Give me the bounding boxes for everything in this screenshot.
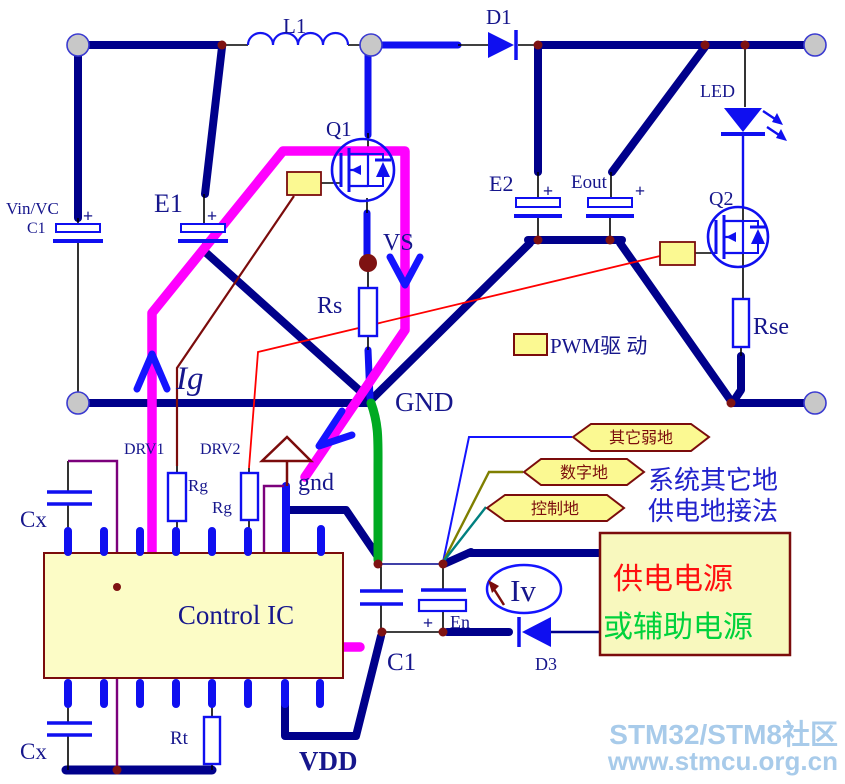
label-q1: Q1: [326, 117, 352, 141]
label-e1: E1: [154, 189, 183, 218]
gnd-symbol: [258, 435, 315, 486]
resistor-rg2-symbol: [239, 471, 260, 522]
current-direction-arrows: [133, 253, 424, 450]
q2-gate-driver-box: [659, 241, 696, 266]
led-symbol: [721, 108, 787, 207]
power-rail-wires: [61, 41, 808, 775]
capacitor-cx-bottom-symbol: [47, 721, 92, 737]
capacitor-eout-symbol: [586, 197, 634, 218]
plus-sign: +: [207, 206, 217, 226]
capacitor-cx-top-symbol: [47, 490, 92, 506]
digital-ground-wire: [441, 470, 523, 563]
label-rg1: Rg: [188, 476, 208, 495]
supply-box-line2: 或辅助电源: [603, 611, 753, 644]
label-control-ic: Control IC: [178, 600, 294, 630]
mosfet-q1-symbol: [330, 137, 396, 203]
inductor-l1-symbol: [246, 31, 350, 46]
label-d3: D3: [535, 654, 557, 674]
tag-control-ground-label: 控制地: [531, 500, 579, 518]
plus-sign: +: [635, 181, 645, 201]
label-q2: Q2: [709, 188, 733, 210]
resistor-rs-symbol: [357, 286, 379, 338]
capacitor-e2-symbol: [514, 197, 562, 218]
label-en: En: [450, 612, 470, 632]
label-gnd-small: gnd: [298, 470, 334, 496]
mosfet-q2-symbol: [706, 205, 770, 269]
watermark-line1: STM32/STM8社区: [609, 719, 838, 750]
supply-source-box: [598, 531, 792, 657]
label-vs: VS: [383, 230, 414, 256]
resistor-rse-symbol: [731, 297, 751, 349]
gate-drive-wire-q2: [248, 255, 661, 469]
control-ground-wire: [442, 506, 487, 563]
tag-digital-ground-shape: [522, 458, 646, 486]
label-led: LED: [700, 81, 735, 101]
label-cx-top: Cx: [20, 507, 47, 532]
resistor-rt-symbol: [202, 715, 222, 766]
gate-drive-wire-q1: [175, 195, 295, 466]
capacitor-c1-input-symbol: [53, 223, 103, 243]
vs-node-dot: [359, 254, 377, 272]
label-rs: Rs: [317, 293, 342, 319]
label-eout: Eout: [571, 172, 608, 193]
supply-box-line1: 供电电源: [613, 563, 733, 596]
label-iv: Iv: [510, 573, 536, 608]
label-l1: L1: [283, 14, 306, 38]
iv-current-marker: [485, 563, 563, 615]
label-rg2: Rg: [212, 498, 232, 517]
label-drv1: DRV1: [124, 441, 165, 458]
label-rt: Rt: [170, 728, 189, 749]
capacitor-e1-symbol: [178, 223, 228, 243]
ground-tag-shapes: [485, 423, 711, 522]
ground-highlight-green-path: [366, 398, 383, 565]
capacitor-decoupling-symbol: [360, 589, 403, 606]
diode-d3-symbol: [517, 617, 551, 647]
resistor-symbols: [166, 286, 751, 766]
q1-gate-driver-box: [286, 171, 322, 196]
junction-dots: [112, 40, 750, 775]
label-d1: D1: [486, 5, 512, 29]
label-pwm-drive: PWM驱 动: [550, 334, 647, 358]
pwm-drive-legend-box: [513, 333, 548, 356]
tag-digital-ground-label: 数字地: [560, 464, 608, 482]
resistor-rg1-symbol: [166, 471, 188, 523]
control-ic-pins: [64, 525, 325, 708]
label-c1-top: C1: [27, 220, 46, 237]
tag-weak-ground-label: 其它弱地: [609, 429, 673, 447]
arrow-down-icon: [386, 253, 424, 289]
label-vin-vc: Vin/VC: [6, 199, 59, 218]
diode-d1-symbol: [488, 30, 518, 60]
label-gnd-node: GND: [395, 387, 454, 417]
tag-control-ground-shape: [485, 494, 626, 522]
capacitor-en-symbol: [417, 588, 468, 613]
note-line1: 系统其它地: [648, 465, 778, 495]
label-rse: Rse: [753, 314, 789, 340]
label-drv2: DRV2: [200, 441, 241, 458]
plus-sign: +: [543, 181, 553, 201]
label-vdd: VDD: [299, 746, 358, 776]
label-c1-bottom: C1: [387, 649, 416, 676]
label-e2: E2: [489, 171, 513, 196]
label-cx-bottom: Cx: [20, 739, 47, 764]
tag-weak-ground-shape: [571, 423, 711, 452]
watermark-line2: www.stmcu.org.cn: [607, 746, 838, 776]
plus-sign: +: [83, 206, 93, 226]
arrow-up-icon: [133, 350, 171, 393]
arrow-down-left-icon: [315, 407, 356, 450]
plus-sign: +: [423, 613, 433, 633]
weak-ground-wire: [442, 436, 572, 563]
label-ig: Ig: [175, 361, 204, 397]
connector-terminals: [66, 33, 827, 415]
control-ic-body: [43, 552, 344, 679]
note-line2: 供电地接法: [648, 496, 778, 526]
